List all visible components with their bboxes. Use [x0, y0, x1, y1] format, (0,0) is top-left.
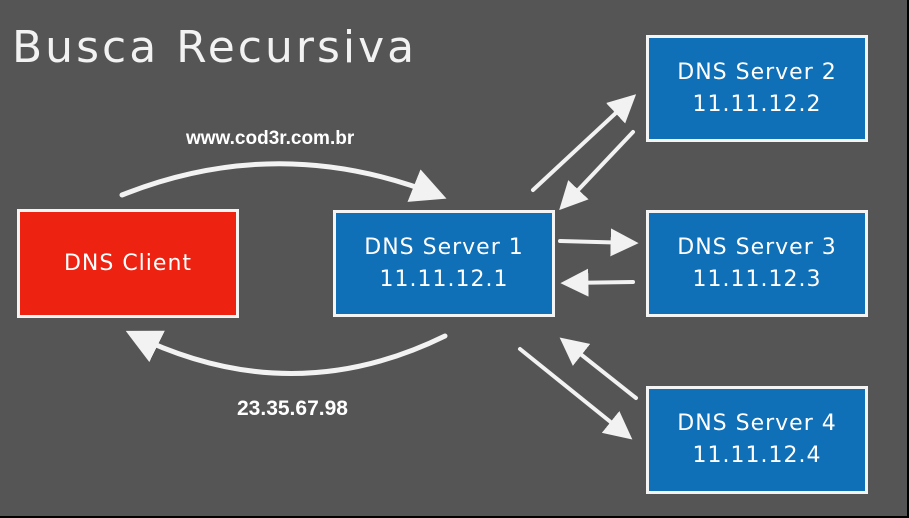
server-name: DNS Server 1: [364, 234, 524, 260]
dns-client-label: DNS Client: [63, 250, 193, 276]
server-ip: 11.11.12.1: [379, 266, 509, 292]
dns-server-3-box: DNS Server 3 11.11.12.3: [646, 210, 868, 317]
reply-server3-arrow: [560, 268, 635, 297]
request-arrow: [119, 161, 447, 202]
query-server4-arrow: [518, 347, 633, 440]
server-ip: 11.11.12.3: [692, 266, 822, 292]
response-arrow: [125, 330, 448, 376]
response-label: 23.35.67.98: [237, 397, 348, 420]
reply-server2-arrow: [559, 130, 635, 211]
dns-server-2-box: DNS Server 2 11.11.12.2: [646, 35, 868, 142]
diagram-title: Busca Recursiva: [12, 22, 418, 73]
request-label: www.cod3r.com.br: [186, 128, 355, 149]
query-server3-arrow: [558, 228, 639, 257]
query-server2-arrow: [531, 94, 637, 192]
dns-server-1-box: DNS Server 1 11.11.12.1: [333, 210, 555, 317]
server-name: DNS Server 2: [677, 59, 837, 85]
server-ip: 11.11.12.4: [692, 443, 822, 468]
dns-server-4-box: DNS Server 4 11.11.12.4: [646, 386, 868, 494]
dns-client-box: DNS Client: [17, 209, 239, 318]
server-name: DNS Server 3: [677, 234, 837, 260]
server-ip: 11.11.12.2: [692, 91, 822, 117]
reply-server4-arrow: [559, 337, 638, 400]
server-name: DNS Server 4: [677, 411, 837, 436]
